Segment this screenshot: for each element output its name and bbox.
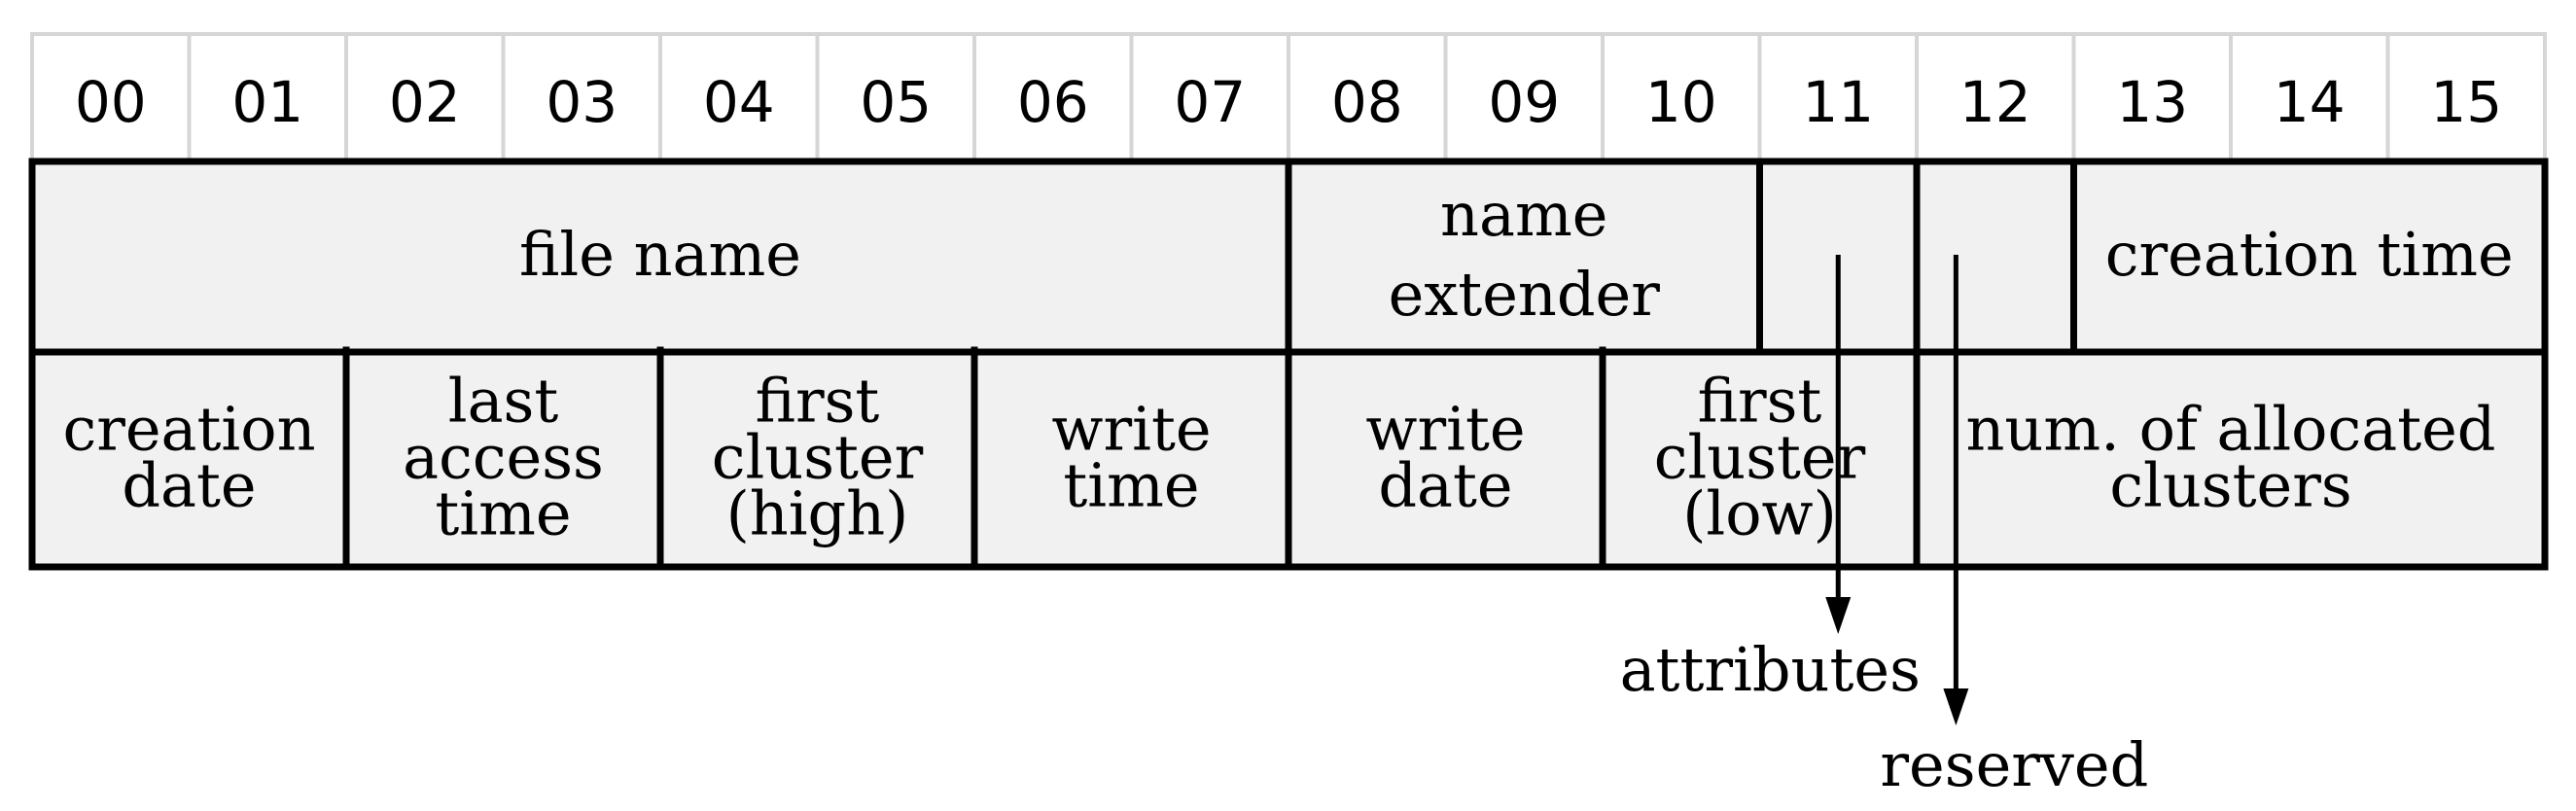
byte-offset-label: 05 bbox=[860, 69, 932, 135]
byte-offset-label: 12 bbox=[1959, 69, 2031, 135]
field-label-first-cluster-high: first bbox=[756, 366, 880, 437]
arrow-head-icon bbox=[1825, 597, 1852, 634]
field-label-first-cluster-high: cluster bbox=[712, 422, 924, 493]
byte-offset-label: 00 bbox=[75, 69, 147, 135]
byte-offset-label: 15 bbox=[2430, 69, 2502, 135]
arrow-head-icon bbox=[1943, 688, 1969, 725]
field-label-file-name: file name bbox=[519, 219, 801, 290]
field-label-creation-date: date bbox=[122, 450, 256, 521]
byte-offset-label: 13 bbox=[2116, 69, 2188, 135]
header-cell-00 bbox=[30, 32, 192, 163]
header-cell-15 bbox=[2385, 32, 2547, 163]
byte-offset-label: 10 bbox=[1645, 69, 1717, 135]
byte-offset-label: 02 bbox=[389, 69, 461, 135]
field-rows: file name name extender creation time creati… bbox=[28, 158, 2549, 571]
field-label-name-extender: extender bbox=[1389, 259, 1661, 330]
field-reserved bbox=[1917, 161, 2074, 350]
field-label-num-allocated-clusters: clusters bbox=[2109, 450, 2351, 521]
field-label-first-cluster-high: (high) bbox=[726, 478, 909, 549]
byte-offset-label: 09 bbox=[1488, 69, 1560, 135]
header-cell-07 bbox=[1129, 32, 1290, 163]
header-cell-01 bbox=[187, 32, 348, 163]
field-label-write-time: write bbox=[1051, 394, 1211, 465]
byte-offset-label: 08 bbox=[1331, 69, 1403, 135]
field-label-write-date: date bbox=[1378, 450, 1512, 521]
field-label-first-cluster-low: cluster bbox=[1654, 422, 1866, 493]
field-label-write-time: time bbox=[1063, 450, 1199, 521]
byte-offset-label: 04 bbox=[703, 69, 775, 135]
byte-offset-label: 14 bbox=[2274, 69, 2346, 135]
field-label-creation-date: creation bbox=[62, 394, 315, 465]
field-label-last-access-time: access bbox=[403, 422, 604, 493]
byte-offset-header: 00 01 02 03 04 05 06 07 08 09 10 11 12 13 14 15 bbox=[30, 32, 2547, 163]
byte-offset-label: 03 bbox=[546, 69, 618, 135]
header-cell-13 bbox=[2071, 32, 2233, 163]
header-cell-09 bbox=[1443, 32, 1605, 163]
header-cell-11 bbox=[1757, 32, 1919, 163]
field-label-first-cluster-low: first bbox=[1698, 366, 1822, 437]
field-label-write-date: write bbox=[1365, 394, 1525, 465]
field-label-num-allocated-clusters: num. of allocated bbox=[1966, 394, 2496, 465]
byte-offset-label: 11 bbox=[1802, 69, 1874, 135]
callouts: attributes reserved bbox=[1620, 255, 2148, 800]
callout-label-attributes: attributes bbox=[1620, 634, 1921, 705]
field-label-last-access-time: last bbox=[448, 366, 559, 437]
field-label-first-cluster-low: (low) bbox=[1682, 478, 1837, 549]
field-label-last-access-time: time bbox=[435, 478, 571, 549]
byte-offset-label: 07 bbox=[1174, 69, 1246, 135]
byte-offset-label: 01 bbox=[231, 69, 303, 135]
byte-offset-label: 06 bbox=[1017, 69, 1089, 135]
field-label-name-extender: name bbox=[1440, 179, 1607, 250]
callout-label-reserved: reserved bbox=[1880, 729, 2148, 800]
header-cell-05 bbox=[815, 32, 976, 163]
field-label-creation-time: creation time bbox=[2105, 219, 2514, 290]
